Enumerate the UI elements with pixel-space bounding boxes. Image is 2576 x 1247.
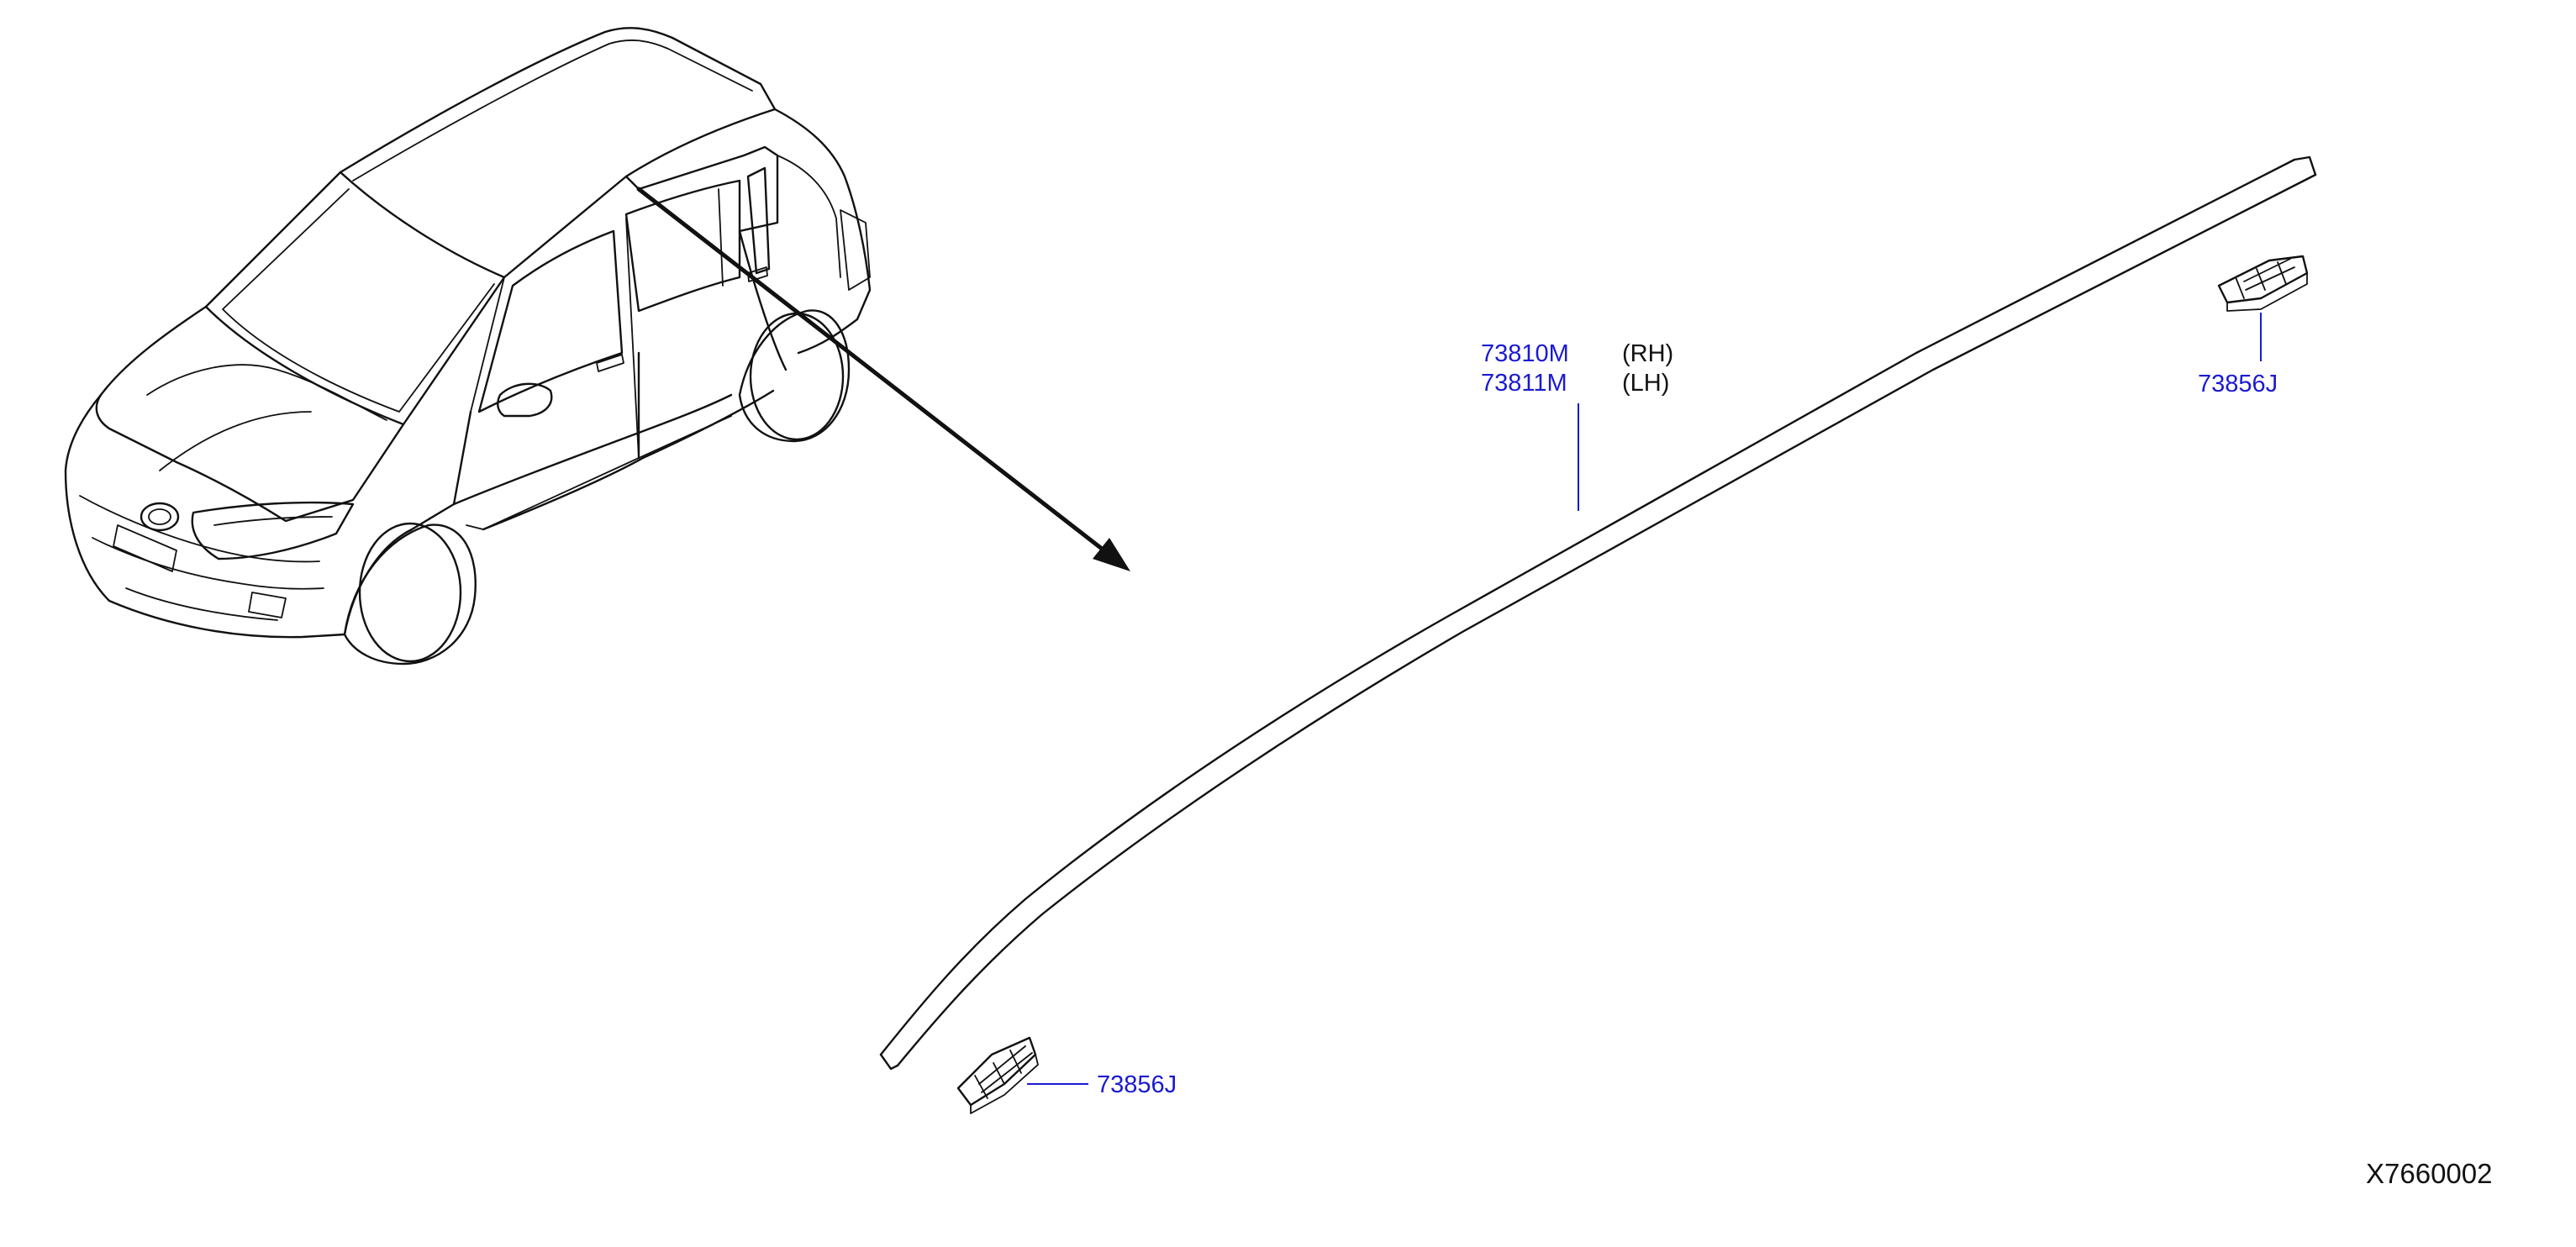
part-number-molding-rh: 73810M [1481,340,1569,367]
part-number-molding-lh: 73811M [1481,370,1567,397]
part-number-clip-front: 73856J [1097,1071,1177,1098]
pointer-arrow [636,187,1130,571]
vehicle-hatchback-illustration [64,27,872,666]
part-side-rh: (RH) [1622,340,1673,367]
part-side-lh: (LH) [1622,370,1669,397]
drawing-code: X7660002 [2366,1158,2492,1189]
molding-clip-illustration [956,1036,1039,1114]
roof-molding-illustration [879,155,2317,1071]
part-number-clip-rear: 73856J [2198,371,2278,397]
molding-clip-illustration [2217,255,2309,312]
